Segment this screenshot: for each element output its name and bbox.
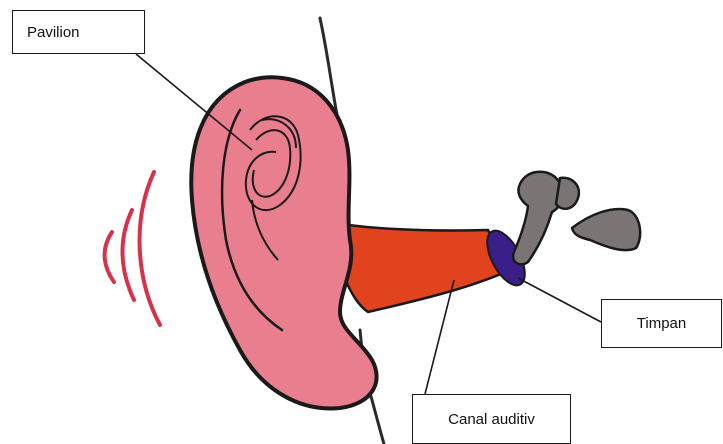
label-timpan: Timpan [601,299,722,348]
leader-timpan [518,278,601,322]
ear-canal [330,222,510,312]
label-timpan-text: Timpan [637,315,686,332]
label-pavilion: Pavilion [12,10,145,54]
sound-wave-inner [105,232,114,282]
ossicle-malleus [513,172,562,265]
ossicles [513,172,640,265]
pinna [191,77,376,408]
label-canal-text: Canal auditiv [448,411,535,428]
label-pavilion-text: Pavilion [27,24,80,41]
ossicle-stapes [572,209,640,250]
sound-wave-outer [140,172,160,325]
ossicle-incus [556,178,579,209]
sound-wave-middle [122,210,134,300]
label-canal-auditiv: Canal auditiv [412,394,571,444]
sound-waves-icon [105,172,160,325]
